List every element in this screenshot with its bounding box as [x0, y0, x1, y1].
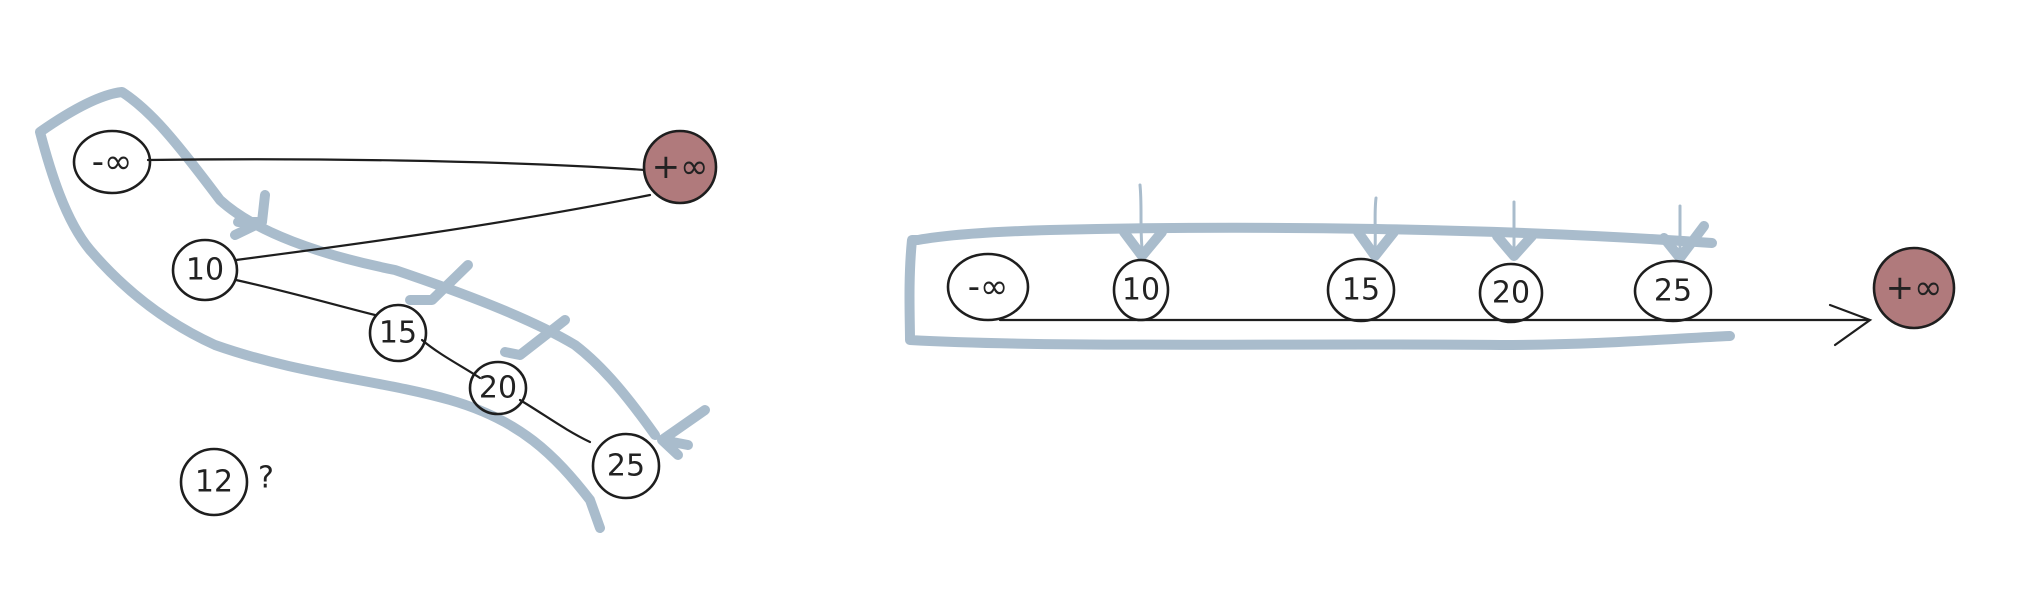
- right-node-pos-inf: +∞: [1872, 246, 1956, 330]
- edge-10-posinf: [234, 193, 652, 262]
- left-arrow-10: [230, 190, 270, 240]
- left-node-neg-inf: -∞: [72, 129, 152, 195]
- right-node-neg-inf-label: -∞: [968, 267, 1009, 307]
- right-node-15-label: 15: [1342, 273, 1380, 308]
- left-node-20-label: 20: [479, 371, 517, 406]
- right-node-10: 10: [1112, 258, 1170, 322]
- question-node-label: 12: [195, 465, 233, 500]
- edge-10-15: [234, 278, 377, 317]
- left-node-25: 25: [591, 432, 661, 500]
- edge-15-20: [420, 338, 482, 380]
- edge-neginf-posinf: [146, 158, 647, 172]
- left-node-25-label: 25: [607, 449, 645, 484]
- left-diagram: -∞ +∞ 10 15 20 25 12 ?: [35, 87, 718, 533]
- right-diagram: -∞ 10 15 20 25 +∞: [904, 183, 1956, 350]
- right-node-20-label: 20: [1492, 276, 1530, 311]
- right-highlight-band: [904, 222, 1735, 350]
- left-arrow-20: [500, 315, 570, 360]
- right-linked-list-arrowhead: [1828, 303, 1873, 347]
- right-node-15: 15: [1326, 257, 1396, 323]
- right-node-20: 20: [1478, 262, 1544, 324]
- left-node-10-label: 10: [186, 253, 224, 288]
- left-node-neg-inf-label: -∞: [92, 142, 133, 182]
- right-pointer-arrows: [1119, 183, 1709, 263]
- left-arrow-25: [657, 405, 710, 460]
- left-node-15: 15: [368, 303, 428, 363]
- right-node-neg-inf: -∞: [946, 252, 1030, 322]
- right-node-10-label: 10: [1122, 273, 1160, 308]
- question-mark: ?: [258, 461, 274, 496]
- left-arrow-15: [405, 260, 473, 305]
- left-node-pos-inf-label: +∞: [652, 147, 709, 187]
- right-node-25: 25: [1633, 259, 1713, 323]
- left-node-20: 20: [468, 360, 528, 416]
- edge-20-25: [518, 398, 592, 444]
- left-node-pos-inf: +∞: [642, 129, 718, 205]
- left-node-10: 10: [171, 238, 239, 302]
- right-node-pos-inf-label: +∞: [1886, 268, 1943, 308]
- left-node-15-label: 15: [379, 316, 417, 351]
- question-node-12: 12 ?: [179, 447, 274, 517]
- right-node-25-label: 25: [1654, 274, 1692, 309]
- left-highlight-band: [35, 87, 660, 533]
